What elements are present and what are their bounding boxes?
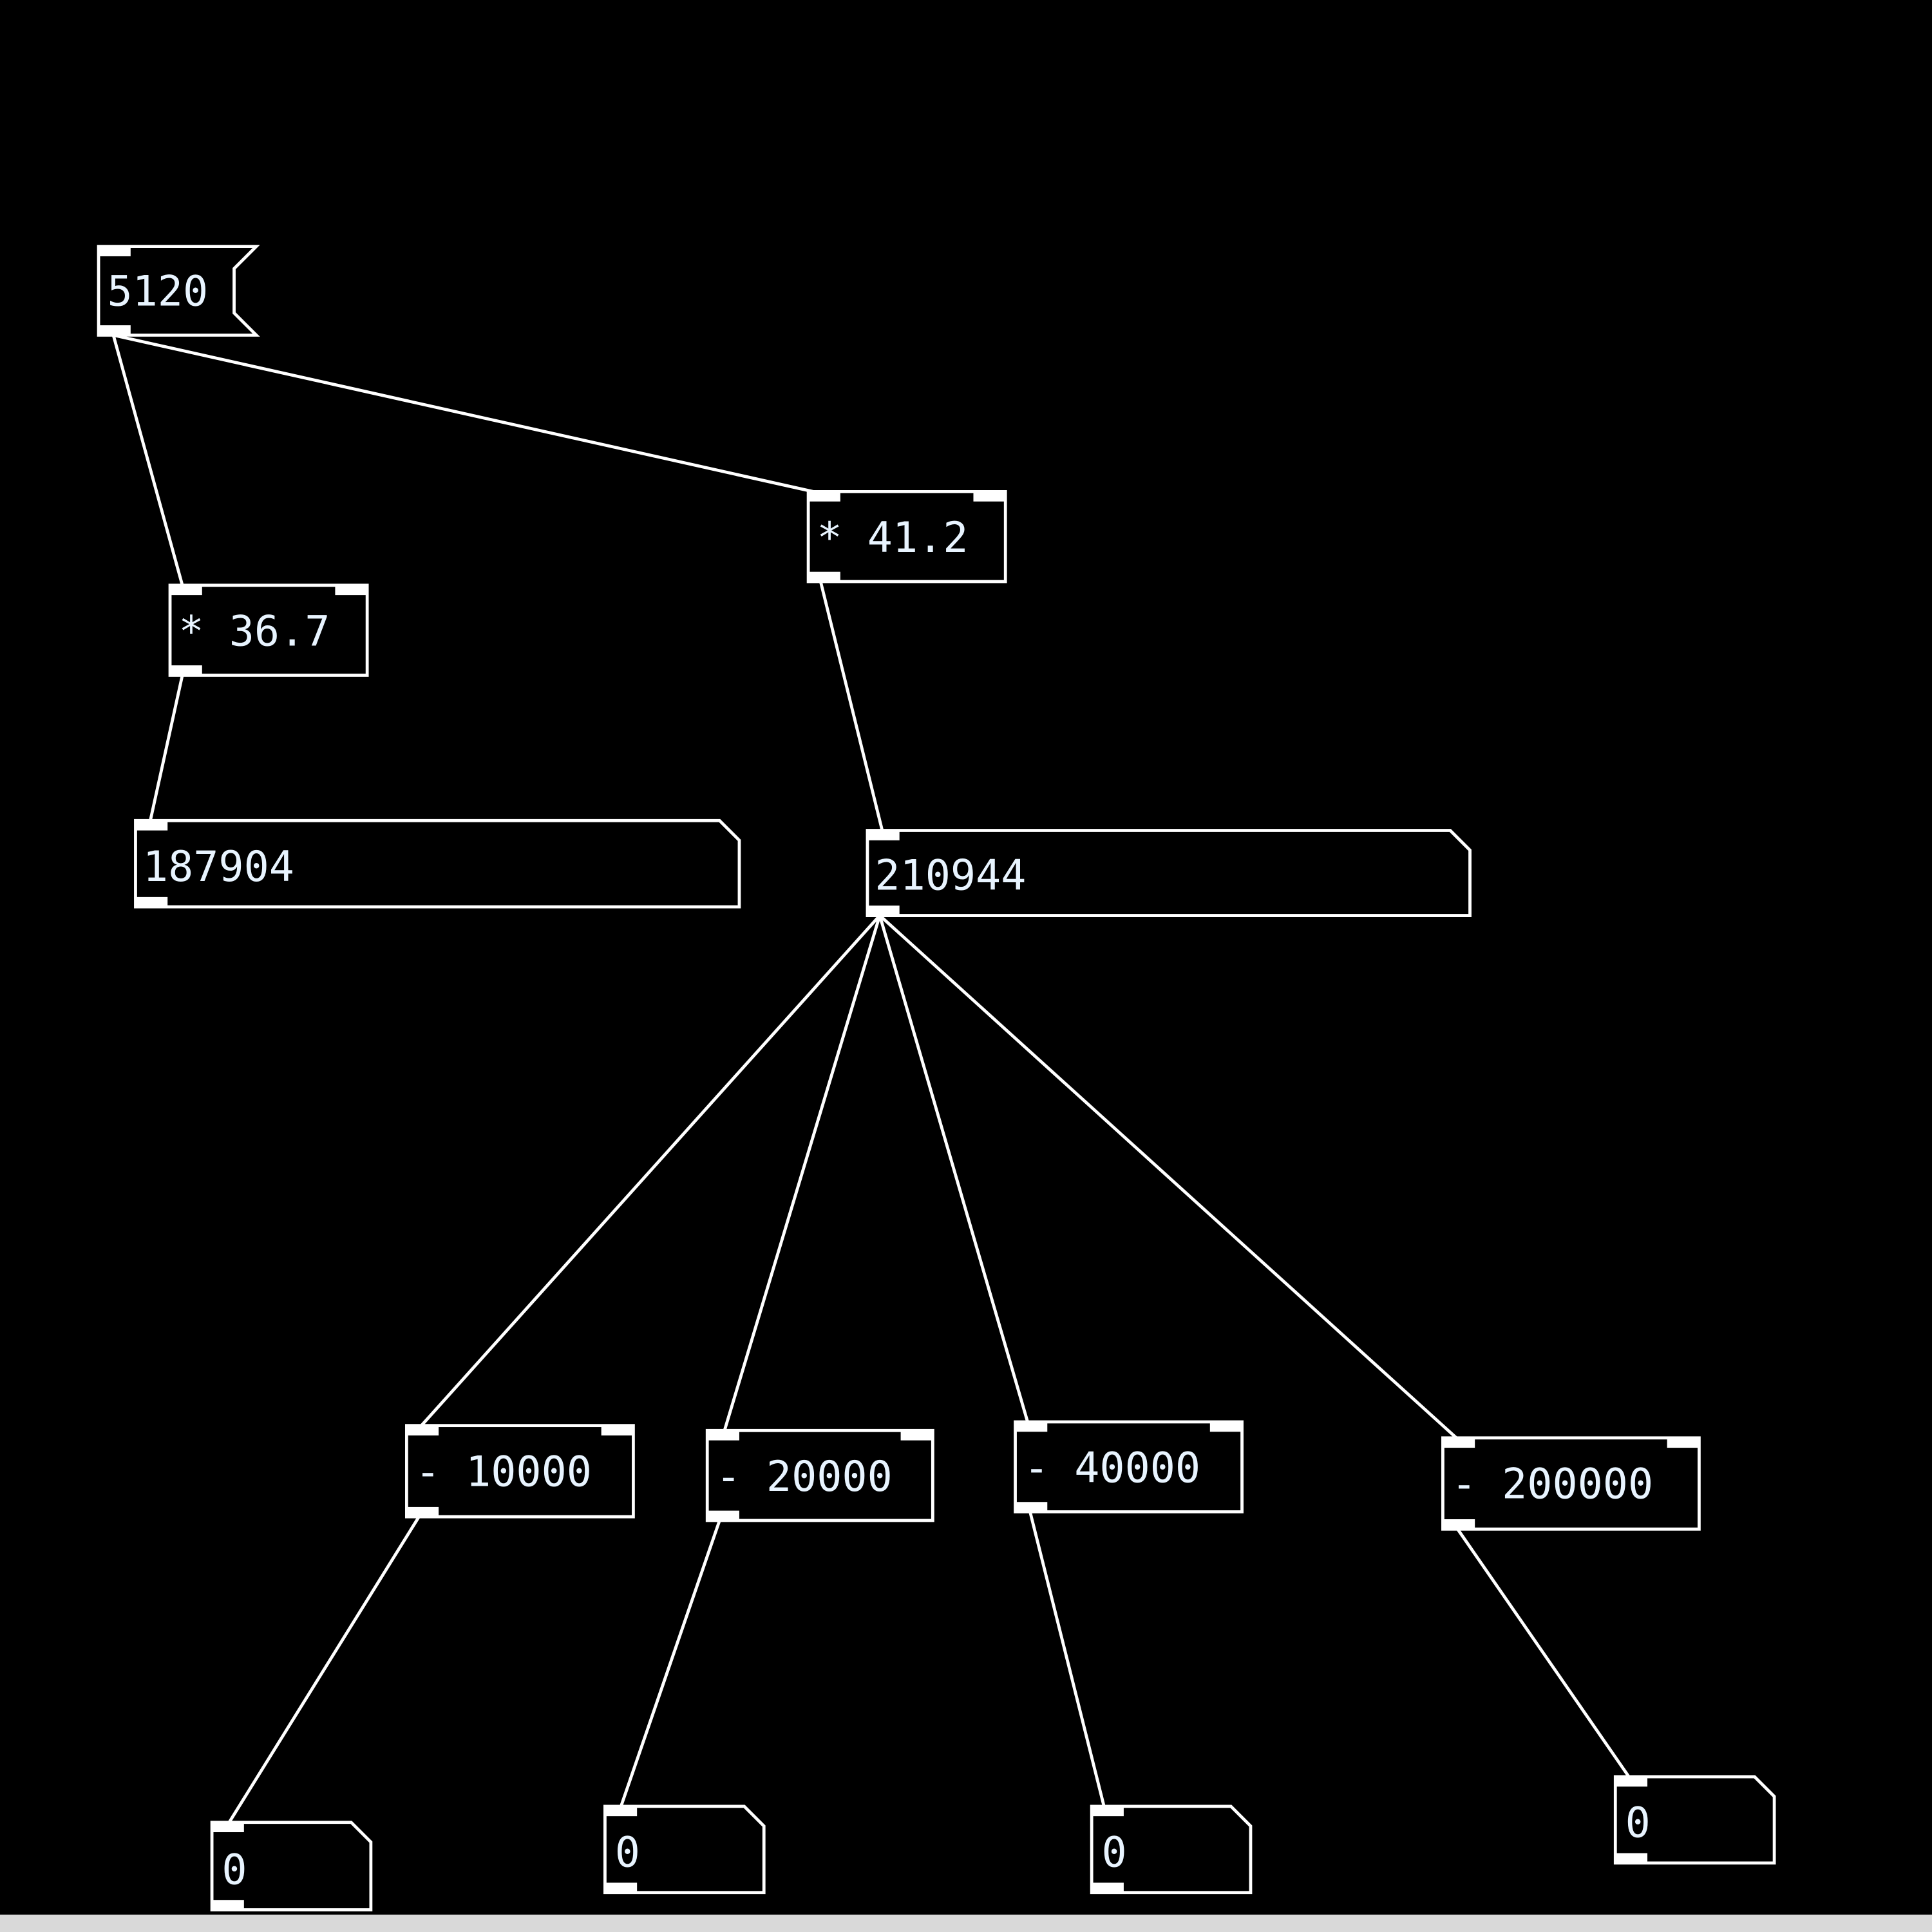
object-text: * 41.2 bbox=[817, 514, 968, 562]
object-sub-200000[interactable]: - 200000 bbox=[1441, 1436, 1701, 1531]
window-bottom-bar bbox=[0, 1915, 1932, 1932]
number-value: 0 bbox=[1625, 1799, 1651, 1848]
object-mul-36.7[interactable]: * 36.7 bbox=[168, 583, 369, 677]
number-box-out-4[interactable]: 0 bbox=[1613, 1775, 1776, 1865]
message-box-5120[interactable]: 5120 bbox=[97, 245, 260, 337]
cord[interactable] bbox=[620, 1520, 721, 1807]
cord[interactable] bbox=[149, 674, 184, 821]
object-sub-10000[interactable]: - 10000 bbox=[404, 1424, 635, 1519]
object-text: - 20000 bbox=[716, 1453, 893, 1501]
number-box-out-2[interactable]: 0 bbox=[603, 1804, 766, 1895]
number-value: 187904 bbox=[143, 843, 294, 891]
object-mul-41.2[interactable]: * 41.2 bbox=[806, 490, 1007, 583]
number-box-out-3[interactable]: 0 bbox=[1090, 1804, 1253, 1895]
object-text: * 36.7 bbox=[178, 608, 330, 656]
number-box-out-1[interactable]: 0 bbox=[210, 1821, 373, 1911]
message-value: 5120 bbox=[107, 267, 208, 316]
number-box-187904[interactable]: 187904 bbox=[134, 819, 741, 909]
number-value: 0 bbox=[222, 1846, 247, 1894]
cord[interactable] bbox=[111, 334, 184, 586]
number-box-210944[interactable]: 210944 bbox=[866, 829, 1472, 917]
cord[interactable] bbox=[1456, 1528, 1631, 1778]
number-value: 0 bbox=[615, 1829, 640, 1877]
patch-cords bbox=[111, 334, 1631, 1823]
object-text: - 40000 bbox=[1024, 1444, 1200, 1493]
cord[interactable] bbox=[878, 914, 1458, 1439]
object-sub-40000[interactable]: - 40000 bbox=[1014, 1420, 1244, 1513]
cord[interactable] bbox=[878, 914, 1029, 1423]
cord[interactable] bbox=[113, 334, 814, 493]
cord[interactable] bbox=[819, 581, 884, 831]
object-text: - 200000 bbox=[1452, 1461, 1653, 1509]
cord[interactable] bbox=[723, 914, 882, 1431]
cord[interactable] bbox=[227, 1515, 421, 1823]
object-text: - 10000 bbox=[415, 1448, 592, 1496]
object-sub-20000[interactable]: - 20000 bbox=[705, 1428, 934, 1522]
number-value: 0 bbox=[1101, 1829, 1126, 1877]
number-value: 210944 bbox=[875, 851, 1026, 900]
cord[interactable] bbox=[1028, 1511, 1106, 1807]
cord[interactable] bbox=[420, 914, 881, 1427]
